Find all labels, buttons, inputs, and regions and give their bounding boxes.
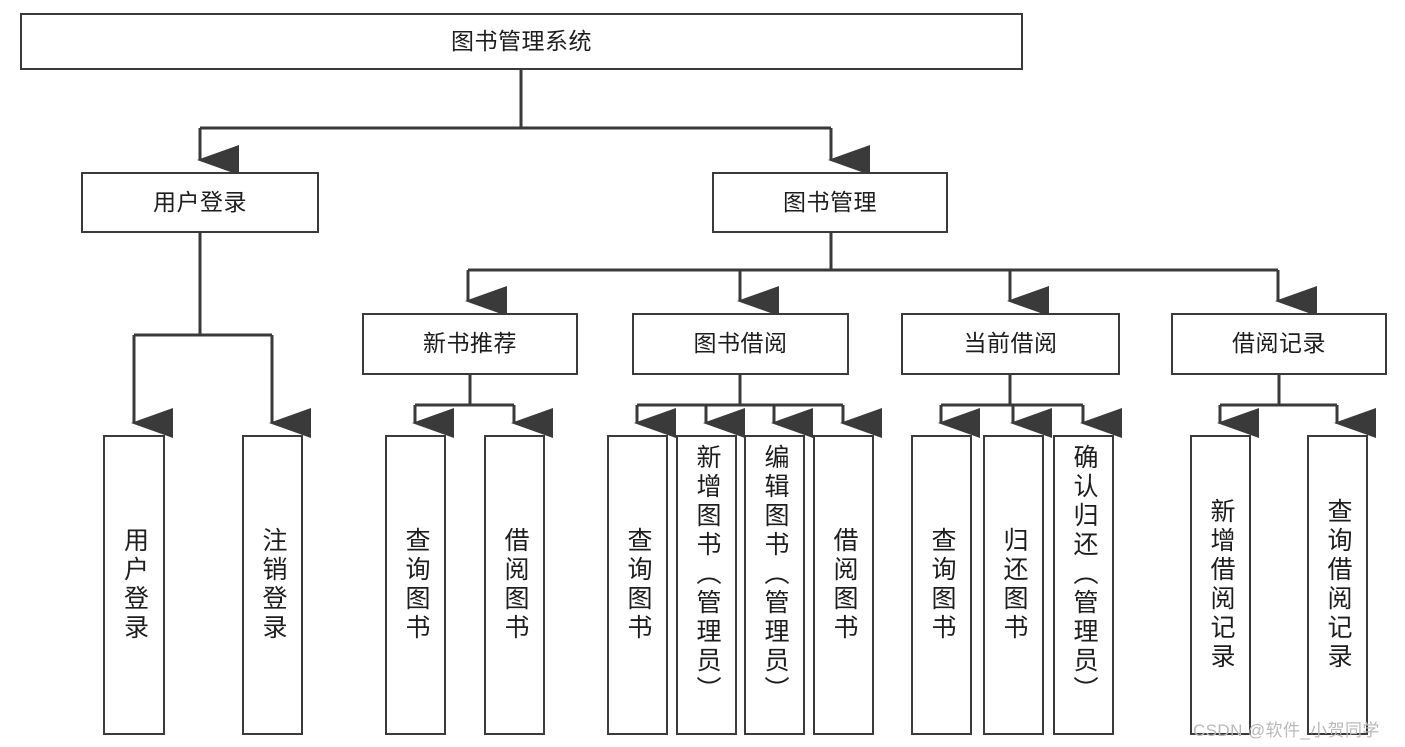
node-leaf-query-book-rec-label: 查询图书 bbox=[402, 527, 430, 643]
node-borrow-record[interactable]: 借阅记录 bbox=[1171, 313, 1387, 375]
node-leaf-return-book-label: 归还图书 bbox=[1000, 527, 1028, 643]
node-leaf-add-record-label: 新增借阅记录 bbox=[1207, 498, 1235, 672]
node-borrow-record-label: 借阅记录 bbox=[1232, 330, 1326, 357]
node-leaf-edit-book-label: 编辑图书（管理员） bbox=[761, 444, 789, 705]
node-leaf-borrow-book-rec[interactable]: 借阅图书 bbox=[484, 435, 545, 735]
node-leaf-confirm-return-label: 确认归还（管理员） bbox=[1070, 444, 1098, 705]
node-leaf-query-book-borrow-label: 查询图书 bbox=[624, 527, 652, 643]
node-leaf-borrow-book[interactable]: 借阅图书 bbox=[813, 435, 874, 735]
node-leaf-user-login[interactable]: 用户登录 bbox=[103, 435, 165, 735]
node-leaf-add-record[interactable]: 新增借阅记录 bbox=[1190, 435, 1251, 735]
node-leaf-logout-label: 注销登录 bbox=[259, 527, 287, 643]
node-book-manage-label: 图书管理 bbox=[783, 188, 877, 215]
node-root-label: 图书管理系统 bbox=[451, 27, 592, 54]
node-leaf-borrow-book-label: 借阅图书 bbox=[830, 527, 858, 643]
node-leaf-user-login-label: 用户登录 bbox=[120, 527, 149, 643]
node-book-manage[interactable]: 图书管理 bbox=[712, 172, 948, 233]
node-leaf-edit-book[interactable]: 编辑图书（管理员） bbox=[744, 435, 805, 735]
node-book-borrow[interactable]: 图书借阅 bbox=[632, 313, 849, 375]
node-user-login[interactable]: 用户登录 bbox=[81, 172, 319, 233]
node-leaf-query-book-borrow[interactable]: 查询图书 bbox=[607, 435, 668, 735]
node-leaf-query-book-rec[interactable]: 查询图书 bbox=[385, 435, 446, 735]
node-leaf-confirm-return[interactable]: 确认归还（管理员） bbox=[1053, 435, 1114, 735]
node-leaf-logout[interactable]: 注销登录 bbox=[242, 435, 303, 735]
node-new-book-rec[interactable]: 新书推荐 bbox=[362, 313, 578, 375]
node-leaf-add-book-label: 新增图书（管理员） bbox=[693, 444, 721, 705]
node-leaf-add-book[interactable]: 新增图书（管理员） bbox=[676, 435, 737, 735]
node-current-borrow[interactable]: 当前借阅 bbox=[901, 313, 1120, 375]
node-leaf-query-record-label: 查询借阅记录 bbox=[1324, 498, 1352, 672]
node-leaf-return-book[interactable]: 归还图书 bbox=[983, 435, 1044, 735]
node-root[interactable]: 图书管理系统 bbox=[20, 13, 1023, 70]
node-leaf-query-book-current[interactable]: 查询图书 bbox=[911, 435, 972, 735]
node-leaf-borrow-book-rec-label: 借阅图书 bbox=[501, 527, 529, 643]
node-current-borrow-label: 当前借阅 bbox=[963, 330, 1058, 357]
node-new-book-rec-label: 新书推荐 bbox=[423, 330, 517, 357]
node-user-login-label: 用户登录 bbox=[153, 188, 247, 215]
watermark-text: CSDN @软件_小贺同学 bbox=[1193, 721, 1380, 740]
node-leaf-query-record[interactable]: 查询借阅记录 bbox=[1307, 435, 1368, 735]
node-leaf-query-book-current-label: 查询图书 bbox=[928, 527, 956, 643]
node-book-borrow-label: 图书借阅 bbox=[693, 330, 788, 357]
